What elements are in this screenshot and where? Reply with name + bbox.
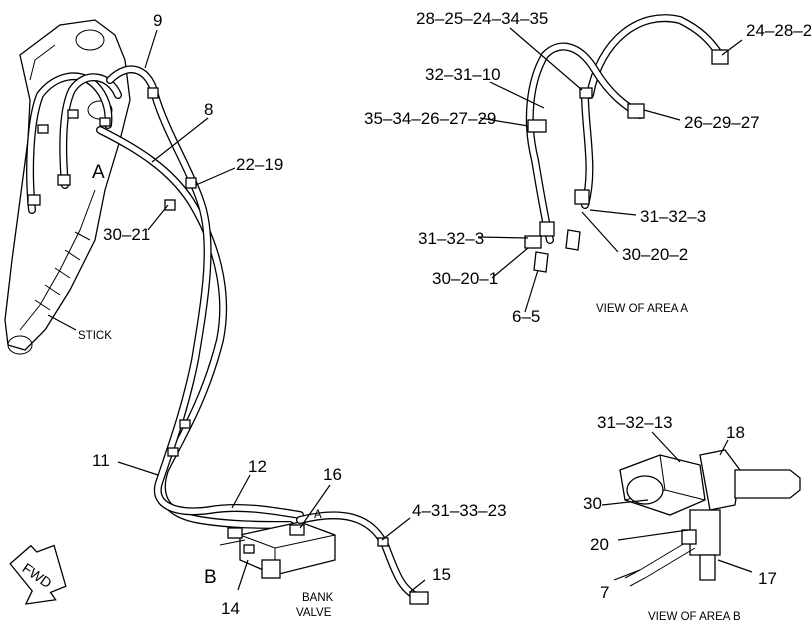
area-a-hoses (524, 14, 729, 273)
side-hose (296, 511, 429, 605)
leader-lines-area-a (477, 27, 743, 313)
callout-labels: 9 8 22–19 30–21 A STICK 11 12 16 A B 14 … (78, 9, 811, 623)
label-valve: VALVE (296, 607, 332, 619)
bank-valve (219, 521, 336, 579)
label-6-5: 6–5 (512, 307, 540, 326)
label-24-28-25: 24–28–25 (746, 21, 811, 40)
label-14: 14 (221, 599, 240, 618)
label-31-32-13: 31–32–13 (597, 413, 673, 432)
label-15: 15 (432, 565, 451, 584)
label-18: 18 (726, 423, 745, 442)
label-26-29-27: 26–29–27 (684, 113, 760, 132)
label-11: 11 (92, 451, 110, 470)
fwd-arrow-icon: FWD (9, 544, 67, 605)
label-8: 8 (204, 100, 213, 119)
label-bank: BANK (302, 592, 334, 604)
label-stick: STICK (78, 330, 112, 342)
label-32-31-10: 32–31–10 (425, 65, 501, 84)
label-22-19: 22–19 (236, 155, 283, 174)
label-17: 17 (758, 569, 777, 588)
label-view-of-area-b: VIEW OF AREA B (648, 611, 741, 623)
label-31-32-3-right: 31–32–3 (640, 207, 706, 226)
label-4-31-33-23: 4–31–33–23 (412, 501, 507, 520)
label-area-a-marker: A (92, 162, 105, 183)
label-area-b-marker: B (204, 567, 217, 588)
leader-lines-area-b (601, 431, 753, 581)
label-30-21: 30–21 (103, 225, 150, 244)
area-b-fittings (619, 449, 801, 587)
label-view-of-area-a: VIEW OF AREA A (596, 303, 688, 315)
label-30: 30 (583, 494, 602, 513)
leader-lines-main (47, 29, 426, 593)
label-30-20-2: 30–20–2 (622, 245, 688, 264)
long-hoses (96, 65, 304, 529)
label-16: 16 (323, 465, 342, 484)
label-20: 20 (590, 535, 609, 554)
label-28-25-24-34-35: 28–25–24–34–35 (416, 9, 548, 28)
label-7: 7 (600, 583, 609, 602)
label-9: 9 (153, 11, 162, 30)
label-35-34-26-27-29: 35–34–26–27–29 (364, 109, 496, 128)
label-31-32-3-left: 31–32–3 (418, 229, 484, 248)
label-30-20-1: 30–20–1 (432, 269, 498, 288)
label-12: 12 (248, 457, 267, 476)
label-port-a: A (314, 509, 322, 521)
